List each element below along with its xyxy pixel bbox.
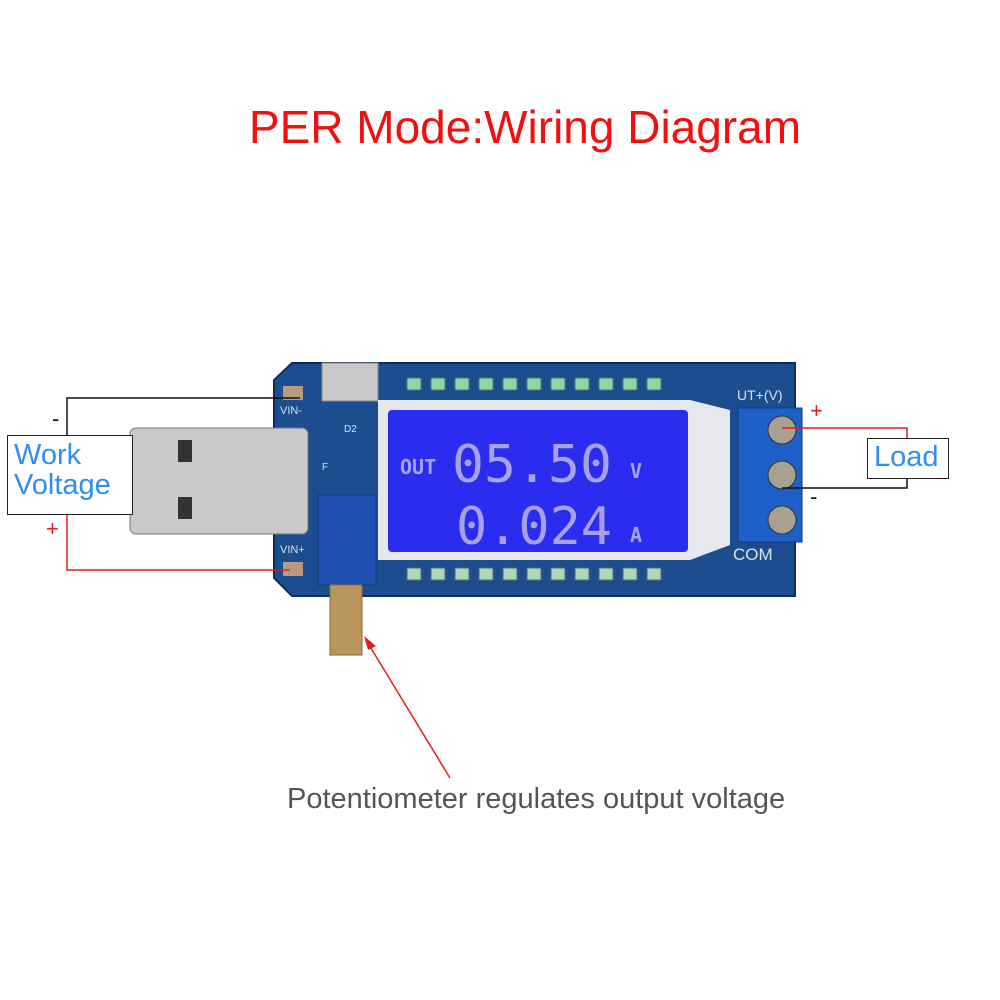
lcd-screen [388,410,688,552]
caption-pointer [365,639,451,779]
usb-plug-hole-icon [178,440,192,462]
positive-input-wire [66,510,290,571]
work-voltage-line2: Voltage [14,469,111,501]
load-minus-sign: - [810,484,818,509]
input-plus-sign: + [46,516,59,541]
potentiometer [317,494,377,586]
negative-load-wire [782,475,908,489]
led-row-top [406,377,662,391]
lcd-voltage-unit: V [630,459,642,483]
terminal-screw-icon [767,505,797,535]
silk-out-plus: UT+(V) [737,387,783,403]
terminal-screw-icon [767,460,797,490]
lcd-current: 0.024 [456,497,612,557]
vin-plus-pad [283,562,303,576]
usb-plug-hole-icon [178,497,192,519]
load-label: Load [867,438,949,479]
silk-com: COM [733,545,773,564]
silk-vin-minus: VIN- [280,405,302,417]
led-row-bottom [406,567,662,581]
caption-arrowhead-icon [364,636,376,650]
usb-plug [129,427,309,535]
silk-d2: D2 [344,424,357,435]
work-voltage-line1: Work [14,439,82,471]
work-voltage-label: Work Voltage [7,435,133,515]
terminal-screw-icon [767,415,797,445]
page-title: PER Mode:Wiring Diagram [248,101,802,153]
load-plus-sign: + [810,398,823,423]
positive-load-wire [782,427,908,440]
potentiometer-shaft [329,584,363,656]
micro-usb-port [321,362,379,402]
vin-minus-pad [283,386,303,400]
silk-f: F [322,462,328,473]
silk-vin-plus: VIN+ [280,544,305,556]
lcd-out-label: OUT [400,455,436,479]
lcd-voltage: 05.50 [452,435,612,495]
input-minus-sign: - [52,406,60,431]
negative-input-wire [66,397,300,435]
potentiometer-caption: Potentiometer regulates output voltage [287,783,786,815]
lcd-current-unit: A [630,523,642,547]
